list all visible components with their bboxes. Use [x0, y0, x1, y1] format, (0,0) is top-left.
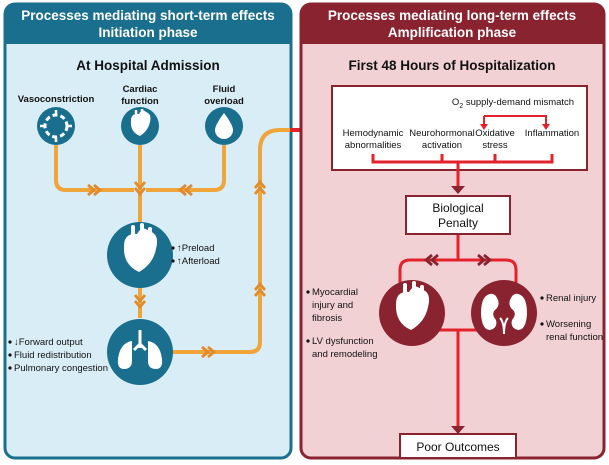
left-panel-subtitle: At Hospital Admission [76, 58, 220, 73]
lungs-circle-icon [107, 319, 173, 385]
forward-output-text: ↓Forward output [14, 337, 83, 348]
penalty-label-line2: Penalty [438, 216, 478, 230]
poor-outcomes-box [399, 433, 517, 459]
right-panel-title: Processes mediating long-term effects [328, 8, 576, 23]
worsening-line2: renal function [546, 332, 603, 343]
hemodynamic-line2: abnormalities [345, 140, 402, 151]
renal-injury-text: Renal injury [546, 293, 596, 304]
penalty-label-line1: Biological [432, 201, 483, 215]
kidney-icon [471, 280, 537, 346]
heart-circle-icon [107, 222, 173, 288]
vasoconstriction-icon [37, 107, 75, 145]
cardiac-function-label-line1: Cardiac [123, 84, 158, 95]
fluid-overload-label-line1: Fluid [213, 84, 236, 95]
hemodynamic-line1: Hemodynamic [343, 128, 404, 139]
renal-effects-list: Renal injury Worsening renal function [540, 293, 603, 343]
worsening-line1: Worsening [546, 319, 591, 330]
myocardial-line3: fibrosis [312, 313, 342, 324]
lung-effects-list: ↓Forward output Fluid redistribution Pul… [8, 337, 108, 374]
poor-outcomes-label: Poor Outcomes [416, 440, 499, 454]
preload-text: ↑Preload [177, 243, 215, 254]
red-flow-lines [371, 154, 554, 430]
fluid-droplet-icon [205, 107, 243, 145]
orange-flow-lines [54, 128, 300, 354]
o2-mismatch-arrows [480, 115, 550, 130]
o2-mismatch-label: O2 supply-demand mismatch [452, 97, 574, 110]
oxidative-line2: stress [482, 140, 508, 151]
fluid-overload-label-line2: overload [204, 96, 244, 107]
cardiac-function-label-line2: function [121, 96, 159, 107]
cardiac-damage-heart-icon [379, 280, 445, 346]
mechanisms-box [331, 85, 588, 171]
right-panel-phase: Amplification phase [388, 25, 517, 40]
myocardial-line2: injury and [312, 300, 353, 311]
lv-dysfunction-line1: LV dysfunction [312, 336, 374, 347]
inflammation-label: Inflammation [525, 128, 579, 139]
pulmonary-congestion-text: Pulmonary congestion [14, 363, 108, 374]
myocardial-line1: Myocardial [312, 287, 358, 298]
lv-dysfunction-line2: and remodeling [312, 349, 378, 360]
fluid-redistribution-text: Fluid redistribution [14, 350, 92, 361]
left-panel-phase: Initiation phase [98, 25, 198, 40]
left-panel: Processes mediating short-term effects I… [3, 2, 300, 460]
penalty-arrowhead [451, 186, 465, 194]
vasoconstriction-label: Vasoconstriction [18, 94, 95, 105]
neurohormonal-line1: Neurohormonal [409, 128, 474, 139]
cardiac-heart-icon [121, 107, 159, 145]
neurohormonal-line2: activation [422, 140, 462, 151]
cardiac-effects-list: Myocardial injury and fibrosis LV dysfun… [306, 287, 378, 360]
oxidative-line1: Oxidative [475, 128, 515, 139]
left-panel-title: Processes mediating short-term effects [21, 8, 275, 23]
biological-penalty-box [405, 195, 511, 235]
afterload-text: ↑Afterload [177, 256, 220, 267]
right-panel: Processes mediating long-term effects Am… [299, 2, 606, 460]
right-panel-subtitle: First 48 Hours of Hospitalization [348, 58, 555, 73]
outcome-arrowhead [451, 426, 465, 434]
